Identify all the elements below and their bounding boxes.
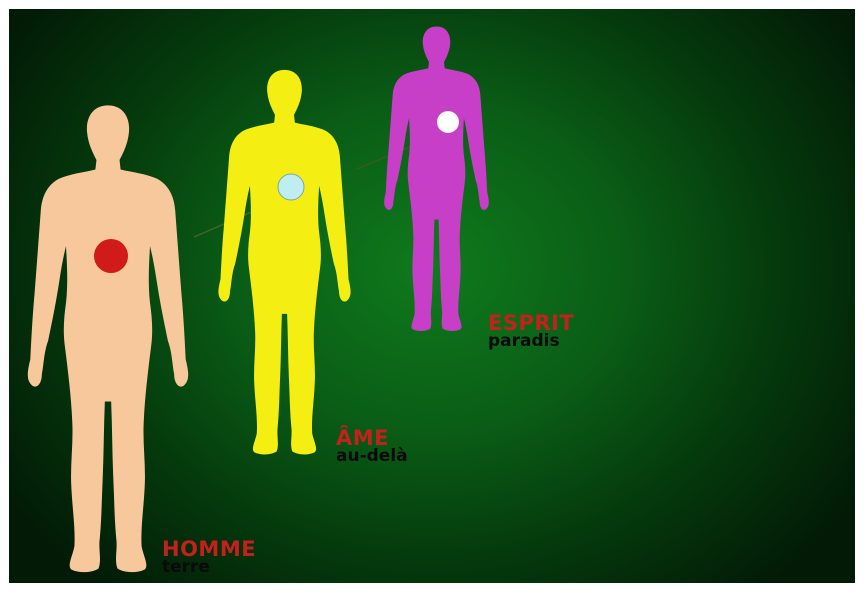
diagram-panel: ESPRIT paradis ÂME au-delà HOMME terre bbox=[9, 9, 855, 583]
ame-core bbox=[278, 174, 304, 200]
figures-layer bbox=[9, 9, 855, 583]
homme-core bbox=[94, 239, 128, 273]
label-esprit: ESPRIT paradis bbox=[488, 313, 574, 350]
label-homme: HOMME terre bbox=[162, 539, 256, 576]
label-ame-subtitle: au-delà bbox=[336, 448, 408, 465]
label-esprit-subtitle: paradis bbox=[488, 333, 574, 350]
esprit-core bbox=[437, 111, 459, 133]
esprit-figure bbox=[384, 26, 489, 331]
ame-figure bbox=[218, 70, 350, 455]
label-ame: ÂME au-delà bbox=[336, 428, 408, 465]
homme-figure bbox=[28, 105, 188, 572]
label-homme-subtitle: terre bbox=[162, 559, 256, 576]
